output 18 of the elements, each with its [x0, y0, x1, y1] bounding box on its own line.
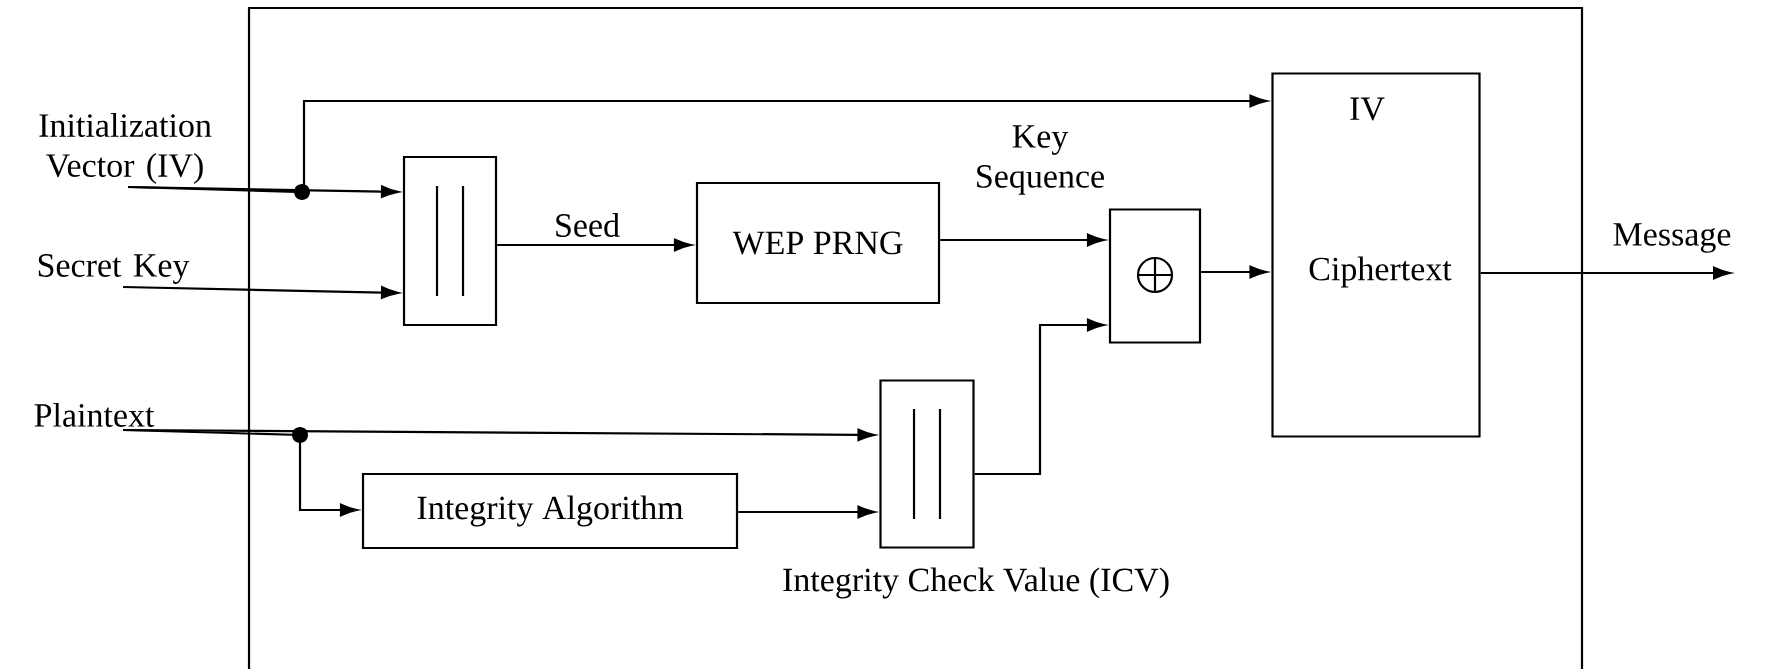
arrow — [738, 505, 876, 519]
input-label: Plaintext — [34, 403, 155, 427]
arrow — [1201, 265, 1268, 279]
ciphertext-box: IV Ciphertext — [1271, 72, 1481, 438]
xor-box — [1108, 208, 1202, 344]
edge-label: Seed — [556, 213, 620, 237]
input-label: Secret Key — [38, 254, 190, 284]
concatenation-box — [879, 379, 975, 549]
arrow — [128, 94, 1268, 194]
edge-label: Key Sequence — [977, 125, 1104, 195]
process-box: Integrity Algorithm — [361, 472, 739, 550]
concatenation-box — [402, 155, 498, 327]
value-label: Integrity Check Value (ICV) — [783, 567, 1169, 599]
input-label: Initialization Vector (IV) — [39, 113, 212, 184]
junction-dot — [292, 427, 308, 443]
edge-label: Message — [1613, 223, 1731, 253]
process-box: WEP PRNG — [695, 181, 941, 305]
junction-dot — [294, 184, 310, 200]
